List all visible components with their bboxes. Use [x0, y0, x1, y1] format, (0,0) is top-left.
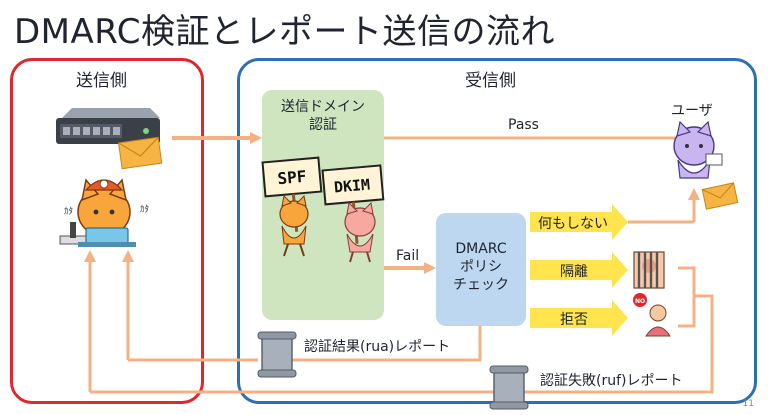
action-arrow-nothing: [530, 204, 628, 240]
envelope-icon: [117, 136, 163, 170]
receiver-label: 受信側: [465, 71, 516, 91]
flow-arrows: [84, 132, 714, 394]
page-number: 11: [742, 399, 754, 409]
dmarc-policy-box: [436, 213, 526, 326]
user-cat-icon: [673, 120, 723, 179]
action-arrow-reject: [530, 300, 628, 336]
pass-label: Pass: [508, 117, 539, 133]
spf-cat-icon: [279, 194, 309, 257]
spf-sign-text: SPF: [277, 167, 307, 188]
sender-label: 送信側: [76, 71, 127, 91]
user-label: ユーザ: [671, 103, 713, 119]
svg-text:NO: NO: [635, 298, 645, 305]
dmarc-policy-label: DMARC ポリシ チェック: [453, 241, 509, 293]
action-nothing-label: 何もしない: [538, 216, 608, 232]
sender-box: [10, 58, 204, 404]
failure-report-label: 認証失敗(ruf)レポート: [540, 373, 683, 389]
svg-text:ｶﾀ: ｶﾀ: [140, 204, 149, 215]
fail-label: Fail: [396, 248, 420, 264]
aggregate-report-label: 認証結果(rua)レポート: [304, 339, 451, 355]
action-reject-label: 拒否: [560, 312, 588, 328]
jail-icon: [633, 251, 665, 289]
page-title: DMARC検証とレポート送信の流れ: [14, 12, 555, 52]
action-arrow-quarantine: [530, 252, 628, 288]
action-quarantine-label: 隔離: [560, 264, 588, 280]
dkim-cat-icon: [344, 201, 376, 263]
sender-cat-icon: ｶﾀ ｶﾀ: [59, 178, 149, 247]
dkim-sign-text: DKIM: [333, 175, 371, 196]
reject-person-icon: NO: [633, 293, 671, 337]
spf-sign-icon: [261, 156, 323, 232]
action-arrows: [530, 204, 628, 336]
svg-text:ｶﾀ: ｶﾀ: [64, 206, 73, 217]
aggregate-report-icon: [257, 331, 297, 378]
failure-report-icon: [489, 365, 529, 410]
received-envelope-icon: [701, 182, 739, 210]
domain-auth-label: 送信ドメイン 認証: [281, 99, 365, 133]
mail-server-icon: [56, 108, 160, 144]
